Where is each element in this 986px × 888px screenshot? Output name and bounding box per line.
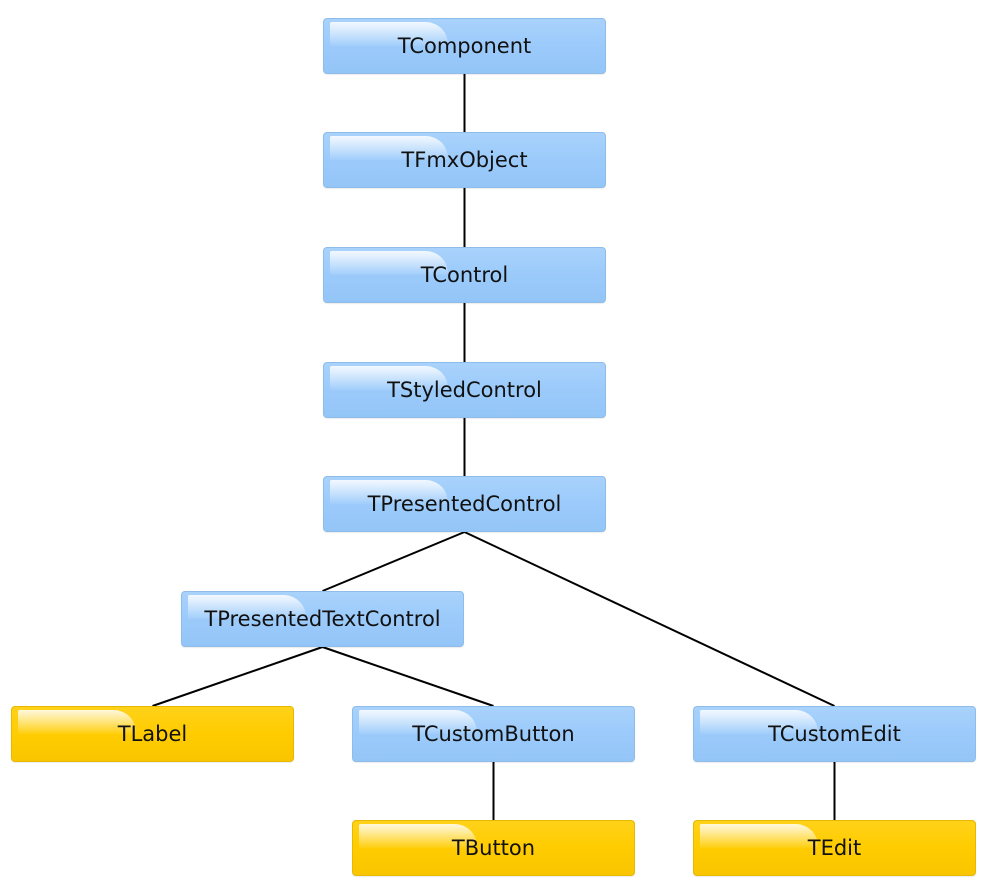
node-tfmxobject: TFmxObject — [323, 132, 606, 188]
node-label-tcustombutton: TCustomButton — [412, 722, 575, 746]
edge-tpresentedtextcontrol-tlabel — [152, 646, 323, 707]
node-label-tpresentedcontrol: TPresentedControl — [367, 492, 562, 516]
node-label-tlabel: TLabel — [117, 722, 188, 746]
node-tpresentedtextcontrol: TPresentedTextControl — [181, 591, 464, 647]
node-tlabel: TLabel — [11, 706, 294, 762]
edge-tpresentedcontrol-tpresentedtextcontrol — [322, 531, 465, 592]
node-tedit: TEdit — [693, 820, 976, 876]
node-tcomponent: TComponent — [323, 18, 606, 74]
node-tpresentedcontrol: TPresentedControl — [323, 476, 606, 532]
node-gloss — [700, 824, 819, 848]
node-tbutton: TButton — [352, 820, 635, 876]
node-tcustomedit: TCustomEdit — [693, 706, 976, 762]
node-tcustombutton: TCustomButton — [352, 706, 635, 762]
edge-tpresentedtextcontrol-tcustombutton — [322, 646, 494, 707]
node-tcontrol: TControl — [323, 247, 606, 303]
node-label-tpresentedtextcontrol: TPresentedTextControl — [204, 607, 441, 631]
node-label-tstyledcontrol: TStyledControl — [387, 378, 542, 402]
node-label-tfmxobject: TFmxObject — [401, 148, 528, 172]
node-label-tcustomedit: TCustomEdit — [768, 722, 901, 746]
node-label-tedit: TEdit — [807, 836, 862, 860]
node-label-tcontrol: TControl — [420, 263, 509, 287]
node-label-tcomponent: TComponent — [397, 34, 532, 58]
node-tstyledcontrol: TStyledControl — [323, 362, 606, 418]
node-label-tbutton: TButton — [451, 836, 536, 860]
edge-tpresentedcontrol-tcustomedit — [464, 531, 835, 707]
